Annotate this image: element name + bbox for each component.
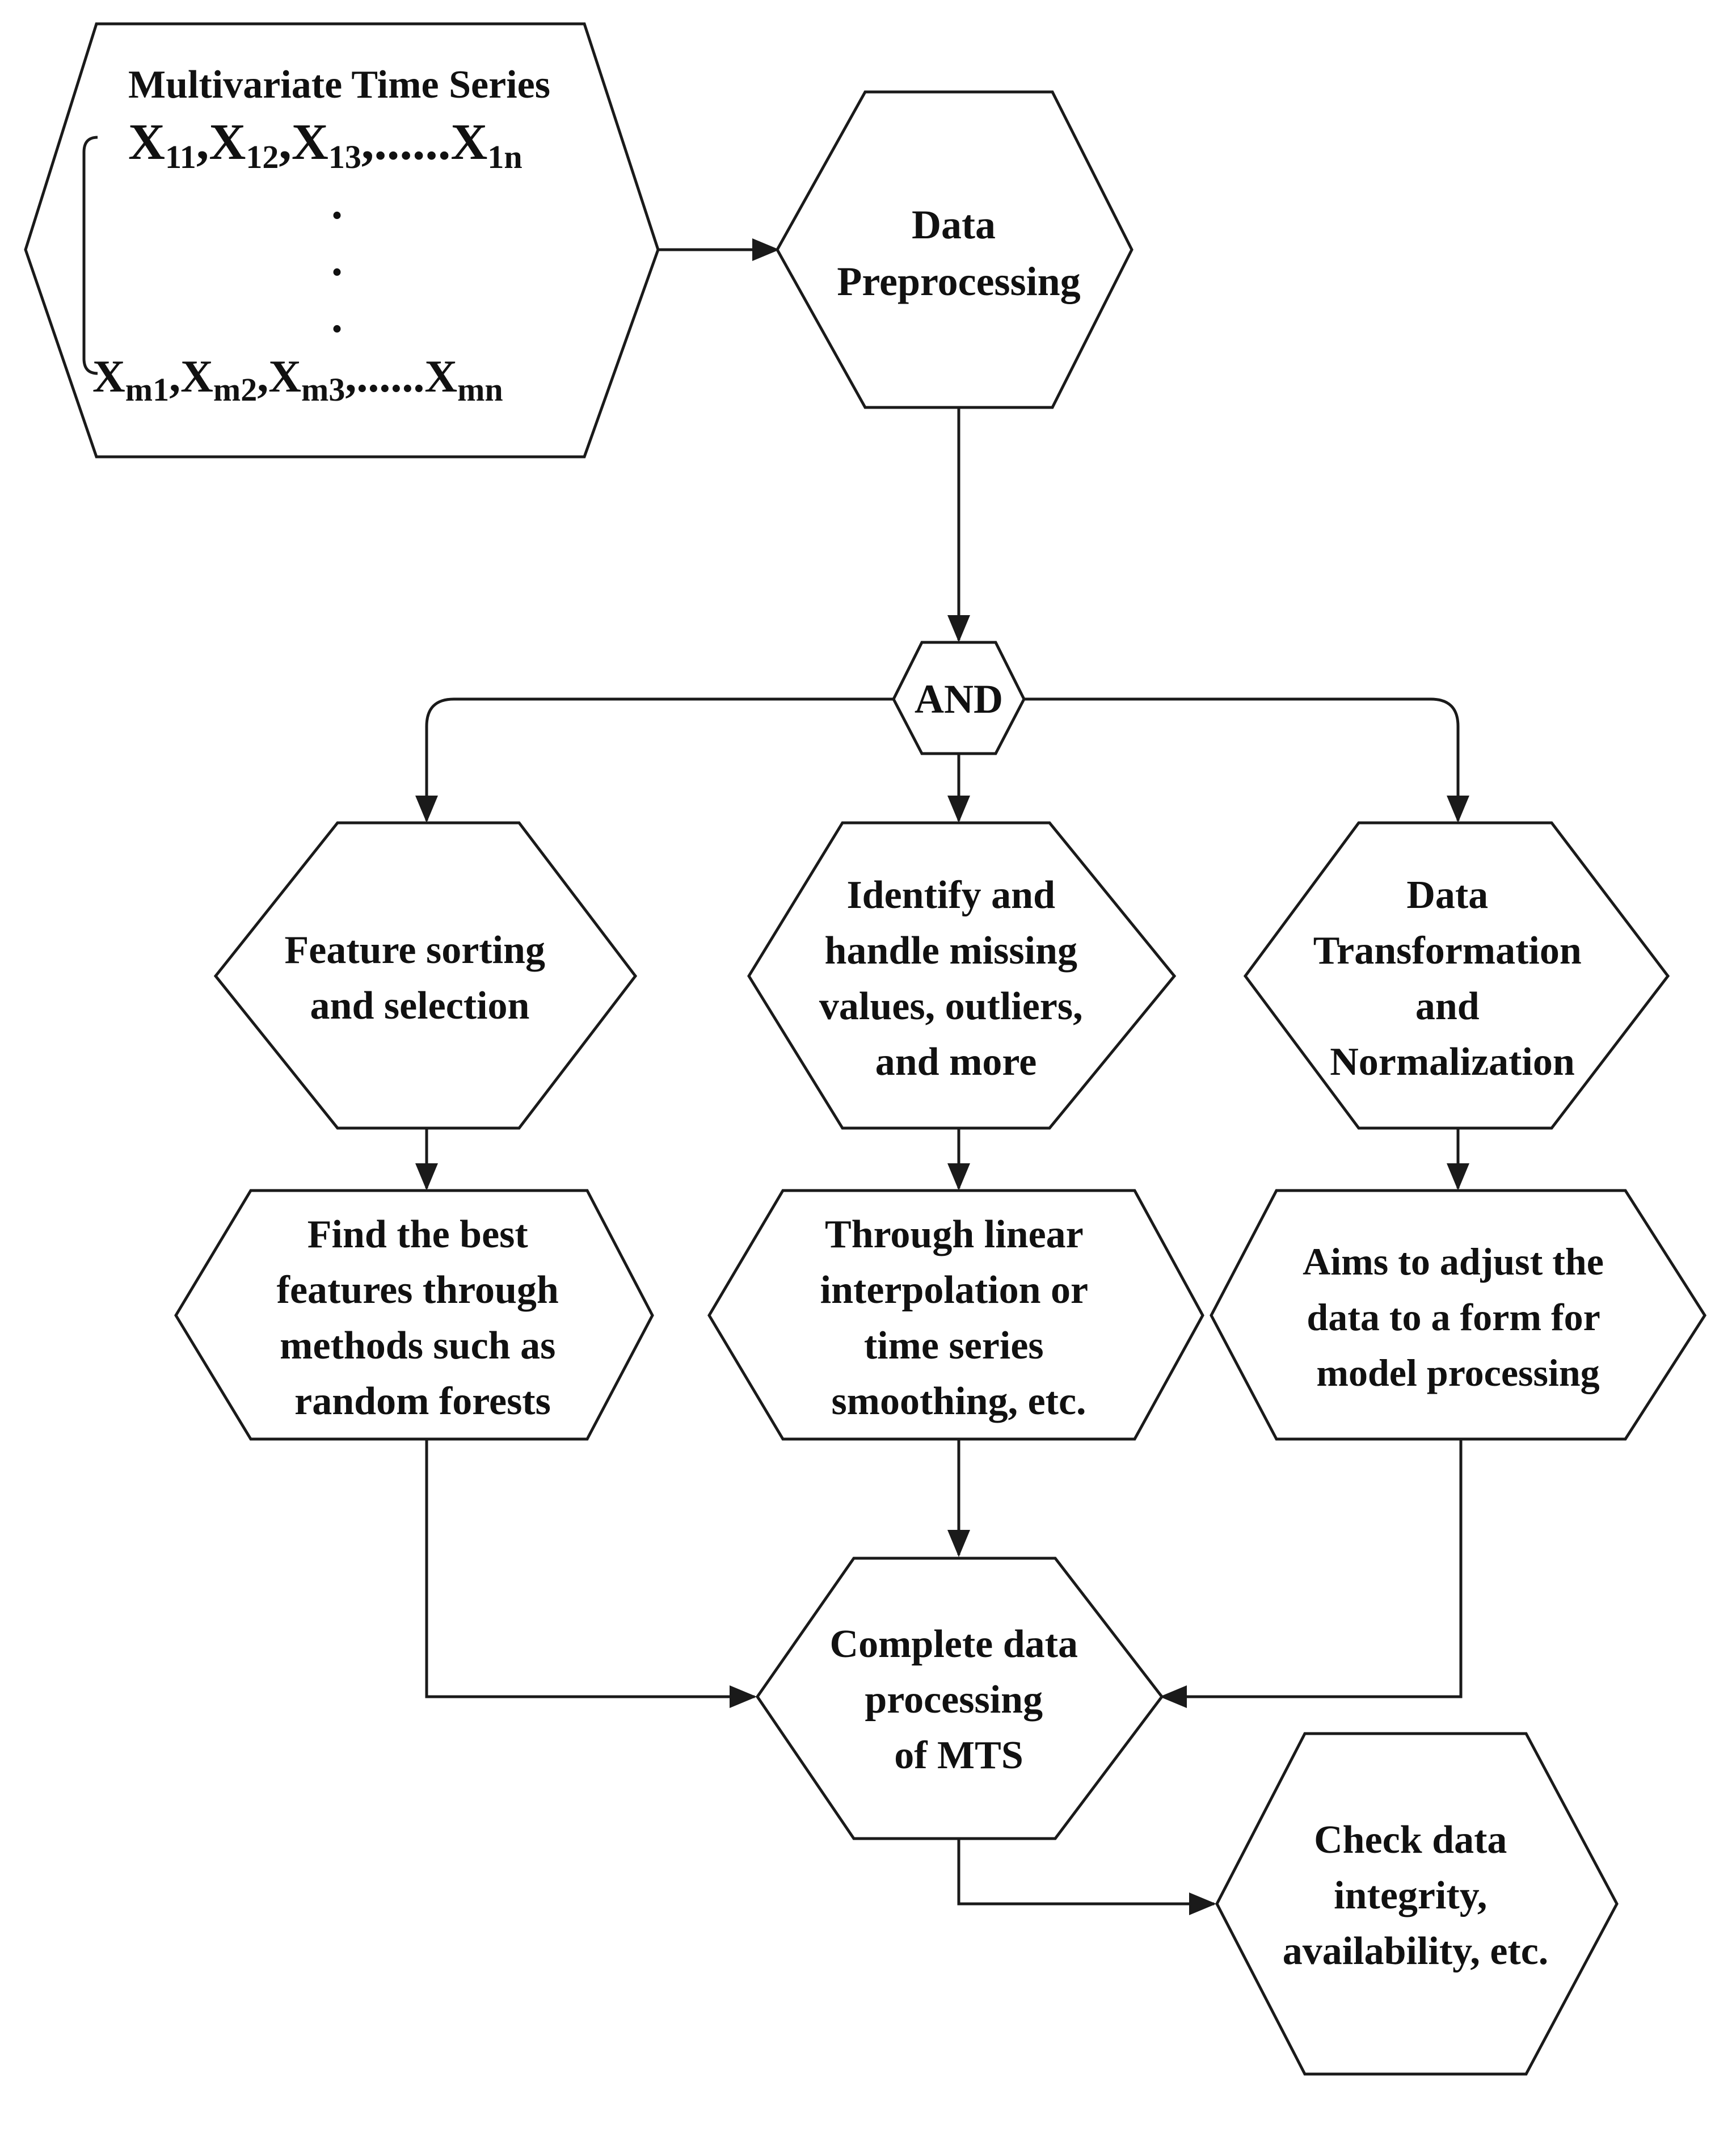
left-bracket-icon — [82, 136, 98, 375]
identify-missing-hexagon — [747, 821, 1177, 1130]
mts-row-first: X11,X12,X13,......X1n — [128, 114, 523, 175]
check-label: Check data integrity, availability, etc. — [1283, 1818, 1549, 1973]
preprocessing-hexagon — [776, 90, 1134, 409]
node-and-gate: AND — [892, 641, 1026, 755]
mts-vertical-dot-1: . — [331, 179, 343, 229]
edge-best-features-to-complete — [425, 1439, 757, 1708]
best-features-hexagon — [174, 1189, 654, 1441]
edge-complete-to-check — [957, 1839, 1216, 1915]
node-feature-sorting: Feature sorting and selection — [213, 821, 638, 1130]
best-features-label: Find the best features through methods s… — [277, 1213, 569, 1423]
mts-title: Multivariate Time Series — [128, 63, 550, 107]
and-label: AND — [915, 676, 1003, 722]
transformation-hexagon — [1243, 821, 1670, 1130]
transformation-label: Data Transformation and Normalization — [1313, 873, 1592, 1084]
mts-hexagon — [24, 22, 660, 459]
edge-and-to-transformation — [1024, 697, 1469, 823]
edge-and-to-feature-sorting — [415, 697, 894, 823]
mts-row-last: Xm1,Xm2,Xm3,......Xmn — [92, 352, 503, 408]
identify-missing-label: Identify and handle missing values, outl… — [819, 873, 1093, 1084]
complete-label: Complete data processing of MTS — [830, 1622, 1088, 1777]
edge-adjust-data-to-complete — [1160, 1439, 1463, 1708]
node-identify-missing: Identify and handle missing values, outl… — [747, 821, 1177, 1130]
node-multivariate-time-series: Multivariate Time Series X11,X12,X13,...… — [24, 22, 660, 459]
node-data-preprocessing: Data Preprocessing — [776, 90, 1134, 409]
edges — [415, 238, 1469, 1915]
node-interpolation: Through linear interpolation or time ser… — [707, 1189, 1204, 1441]
node-best-features: Find the best features through methods s… — [174, 1189, 654, 1441]
node-adjust-data: Aims to adjust the data to a form for mo… — [1210, 1189, 1706, 1441]
mts-vertical-dot-2: . — [331, 235, 343, 285]
adjust-data-hexagon — [1210, 1189, 1706, 1441]
feature-sorting-label: Feature sorting and selection — [285, 928, 555, 1028]
node-check: Check data integrity, availability, etc. — [1215, 1732, 1619, 2076]
check-hexagon — [1215, 1732, 1619, 2076]
feature-sorting-hexagon — [213, 821, 638, 1130]
interpolation-hexagon — [707, 1189, 1204, 1441]
node-transformation: Data Transformation and Normalization — [1243, 821, 1670, 1130]
mts-vertical-dot-3: . — [331, 292, 343, 342]
node-complete: Complete data processing of MTS — [755, 1557, 1164, 1840]
and-hexagon — [892, 641, 1026, 755]
complete-hexagon — [755, 1557, 1164, 1840]
adjust-data-label: Aims to adjust the data to a form for mo… — [1303, 1240, 1613, 1394]
preprocessing-label: Data Preprocessing — [837, 202, 1080, 304]
interpolation-label: Through linear interpolation or time ser… — [820, 1213, 1098, 1423]
